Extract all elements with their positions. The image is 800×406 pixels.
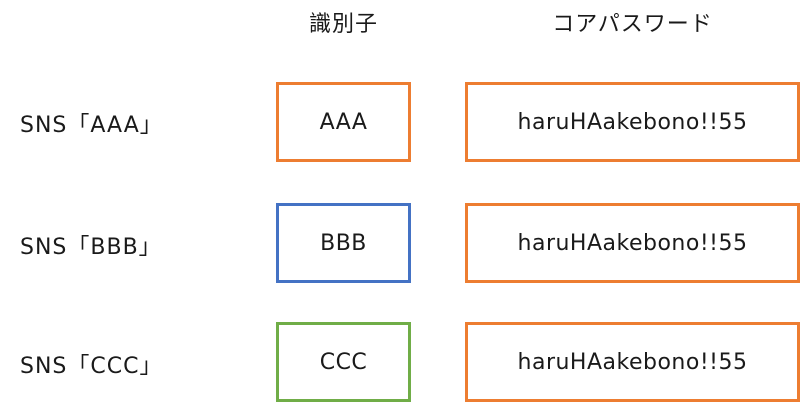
password-box-bbb: haruHAakebono!!55 [465,203,800,283]
identifier-box-ccc: CCC [276,322,411,402]
identifier-box-aaa: AAA [276,82,411,162]
sns-label-ccc: SNS「CCC」 [20,354,163,379]
identifier-box-bbb: BBB [276,203,411,283]
password-box-ccc: haruHAakebono!!55 [465,322,800,402]
password-box-aaa: haruHAakebono!!55 [465,82,800,162]
core-password-header: コアパスワード [552,12,713,37]
sns-label-bbb: SNS「BBB」 [20,235,162,260]
identifier-header: 識別子 [308,12,378,37]
sns-label-aaa: SNS「AAA」 [20,113,163,138]
